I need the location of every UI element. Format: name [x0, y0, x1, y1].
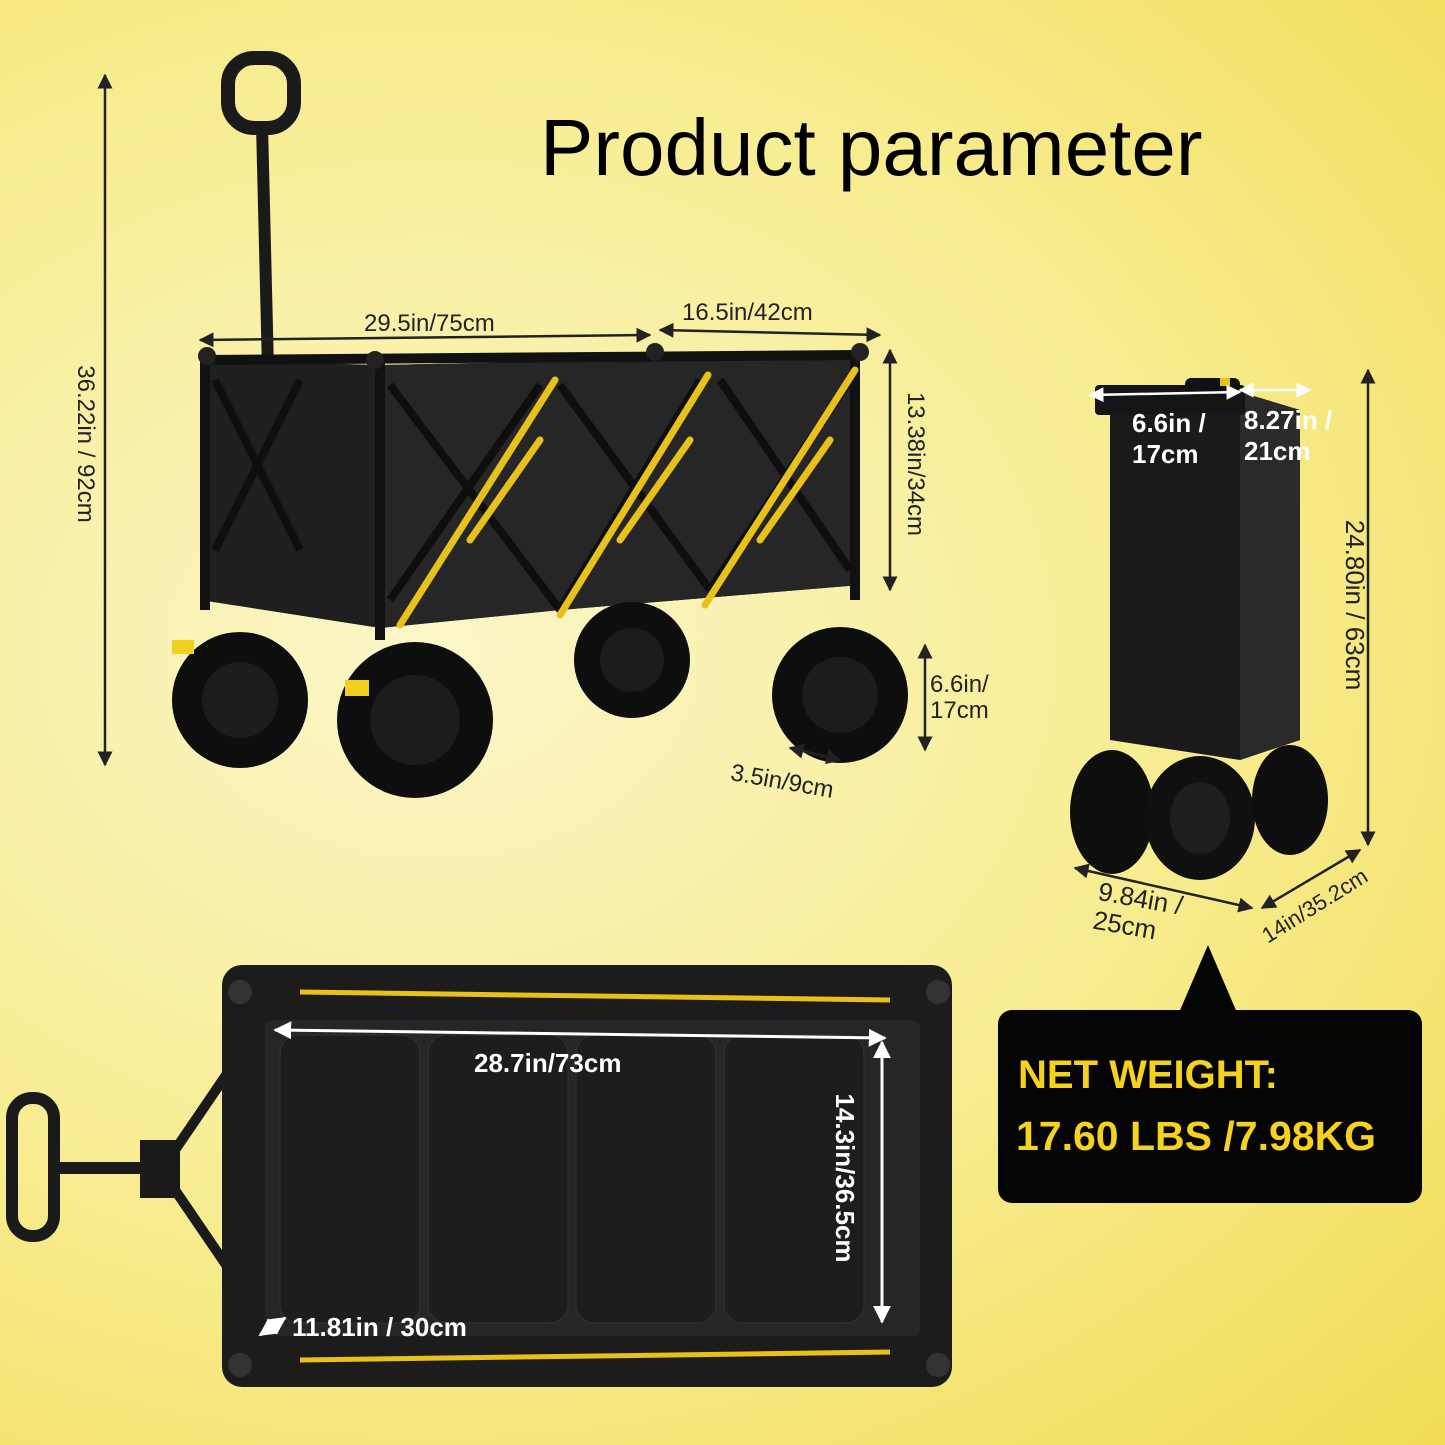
wheel-diameter-text: 6.6in/ 17cm [930, 671, 989, 725]
net-weight-callout: NET WEIGHT: 17.60 LBS /7.98KG [998, 1010, 1422, 1203]
folded-wagon [1070, 378, 1328, 880]
total-height-label: 36.22in / 92cm [72, 365, 99, 523]
folded-width-top-text: 8.27in / 21cm [1244, 405, 1333, 467]
side-dimension-lines [97, 73, 933, 767]
width-label: 16.5in/42cm [682, 299, 813, 326]
top-dimension-lines [258, 1021, 891, 1337]
net-weight-heading: NET WEIGHT: [1018, 1053, 1278, 1097]
folded-width-top-label: 8.27in / 21cm [1244, 405, 1354, 467]
pull-handle [221, 51, 301, 371]
corner-size-label: 11.81in / 30cm [292, 1312, 467, 1342]
bed-height-label: 13.38in/34cm [902, 391, 929, 537]
inner-width-label: 14.3in/36.5cm [830, 1093, 860, 1263]
side-view-wagon [172, 51, 908, 798]
folded-dimension-lines [1073, 368, 1376, 913]
net-weight-value: 17.60 LBS /7.98KG [1016, 1113, 1377, 1159]
folded-height-label: 24.80in / 63cm [1340, 519, 1370, 691]
inner-length-label: 28.7in/73cm [474, 1048, 622, 1078]
folded-depth-label: 6.6in / 17cm [1132, 408, 1232, 470]
wheels [172, 602, 908, 798]
wheel-diameter-label: 6.6in/ 17cm [930, 671, 1020, 725]
top-view-wagon [6, 965, 952, 1387]
page-title: Product parameter [540, 103, 1203, 192]
weight-callout-pointer [1178, 945, 1238, 1015]
folded-depth-text: 6.6in / 17cm [1132, 408, 1206, 470]
length-label: 29.5in/75cm [364, 310, 495, 337]
